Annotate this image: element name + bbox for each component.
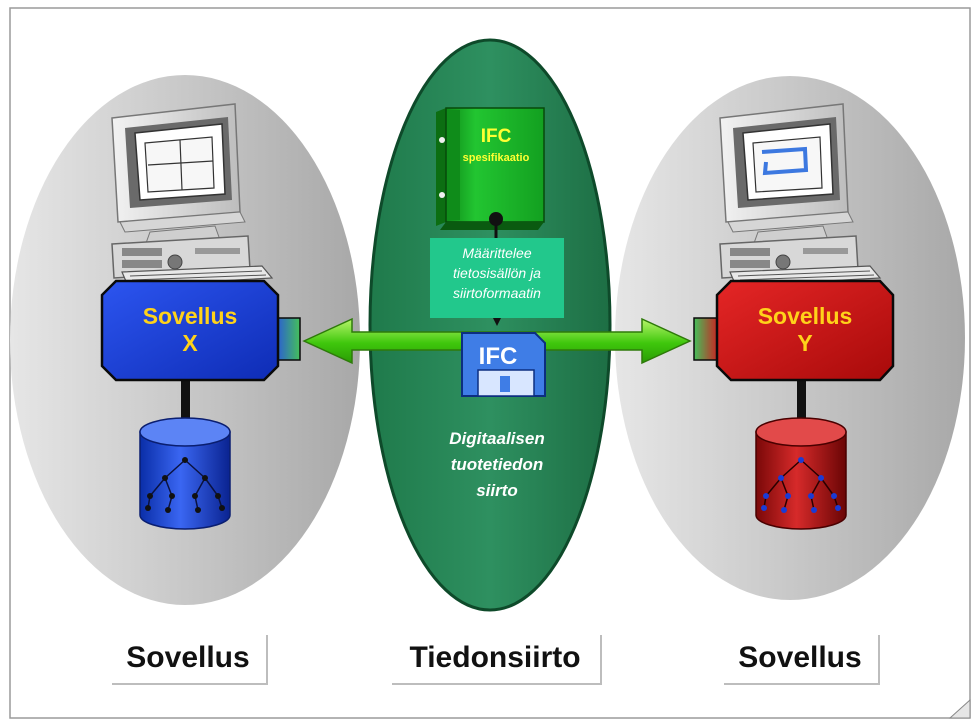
app-y-box: Sovellus Y: [693, 279, 895, 382]
spec-binder-icon: IFC spesifikaatio: [436, 107, 545, 230]
disk-label: IFC: [479, 343, 518, 370]
connector-rod-x: [181, 380, 190, 435]
transfer-caption-line-2: tuotetiedon: [451, 455, 544, 474]
transfer-ellipse: [368, 38, 612, 612]
binder-title: IFC: [481, 126, 512, 147]
app-y-label-line-2: Y: [797, 330, 812, 356]
defines-arrow-tip: [493, 318, 501, 326]
binder-connector-knob: [489, 212, 503, 226]
defines-text-line-2: tietosisällön ja: [453, 265, 541, 281]
transfer-caption-line-1: Digitaalisen: [449, 429, 544, 448]
database-x-icon: [139, 417, 231, 530]
app-x-label-line-1: Sovellus: [143, 303, 238, 329]
computer-y-icon: [719, 103, 882, 287]
transfer-caption-line-3: siirto: [476, 481, 518, 500]
connector-rod-y: [797, 380, 806, 435]
defines-text-line-3: siirtoformaatin: [453, 285, 541, 301]
floppy-disk-icon: IFC: [461, 332, 546, 397]
slide-frame: [9, 7, 971, 719]
app-x-label-line-2: X: [182, 330, 198, 356]
page-curl-icon: [948, 698, 971, 719]
app-y-label-line-1: Sovellus: [758, 303, 853, 329]
bottom-label-transfer: Tiedonsiirto: [390, 633, 600, 683]
bottom-label-app-right: Sovellus: [722, 633, 878, 683]
computer-x-icon: [111, 103, 274, 287]
defines-text-line-1: Määrittelee: [462, 245, 531, 261]
binder-subtitle: spesifikaatio: [463, 152, 530, 164]
database-y-icon: [755, 417, 847, 530]
app-x-box: Sovellus X: [100, 279, 301, 382]
bottom-label-app-left: Sovellus: [110, 633, 266, 683]
defines-box: [430, 238, 564, 318]
